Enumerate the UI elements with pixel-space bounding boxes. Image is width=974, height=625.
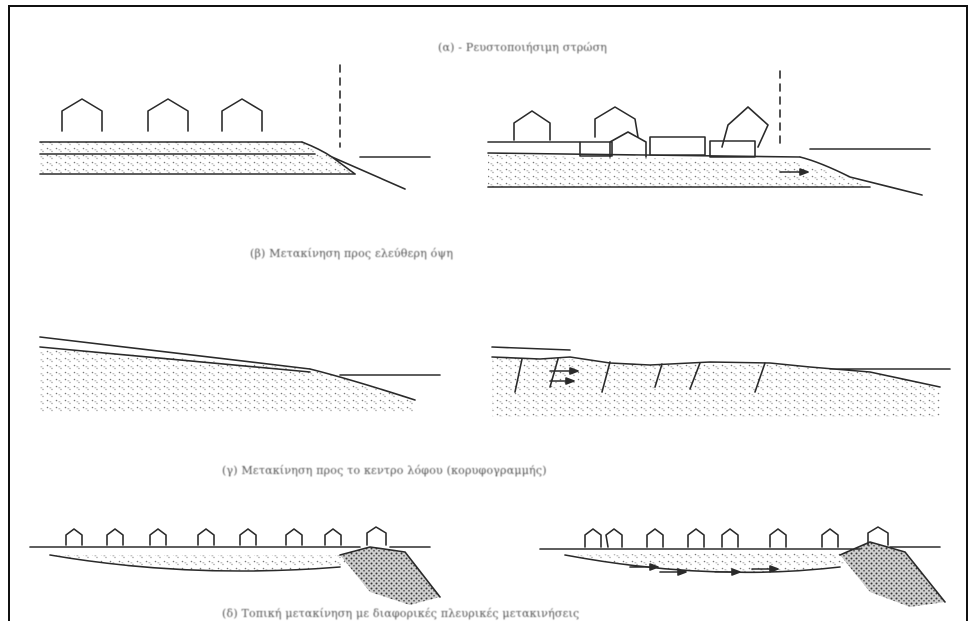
panel-c-before	[30, 527, 440, 605]
lateral-spreading-diagram	[10, 7, 968, 621]
panel-a-before	[40, 65, 430, 189]
house-icon	[62, 99, 102, 131]
figure-frame: (α) - Ρευστοποιήσιμη στρώση (β) Μετακίνη…	[8, 5, 968, 621]
panel-b-after	[492, 347, 950, 417]
house-icon	[610, 132, 646, 157]
caption-b: (β) Μετακίνηση προς ελεύθερη όψη	[250, 247, 453, 260]
panel-c-after	[540, 527, 945, 607]
caption-d: (δ) Τοπική μετακίνηση με διαφορικές πλευ…	[222, 607, 579, 620]
house-icon	[514, 111, 550, 140]
house-icon	[222, 99, 262, 131]
house-icon	[595, 107, 638, 137]
caption-c: (γ) Μετακίνηση προς το κεντρο λόφου (κορ…	[222, 464, 547, 477]
panel-b-before	[40, 337, 440, 412]
house-icon	[148, 99, 188, 131]
panel-a-after	[488, 71, 930, 195]
caption-a: (α) - Ρευστοποιήσιμη στρώση	[438, 41, 607, 54]
